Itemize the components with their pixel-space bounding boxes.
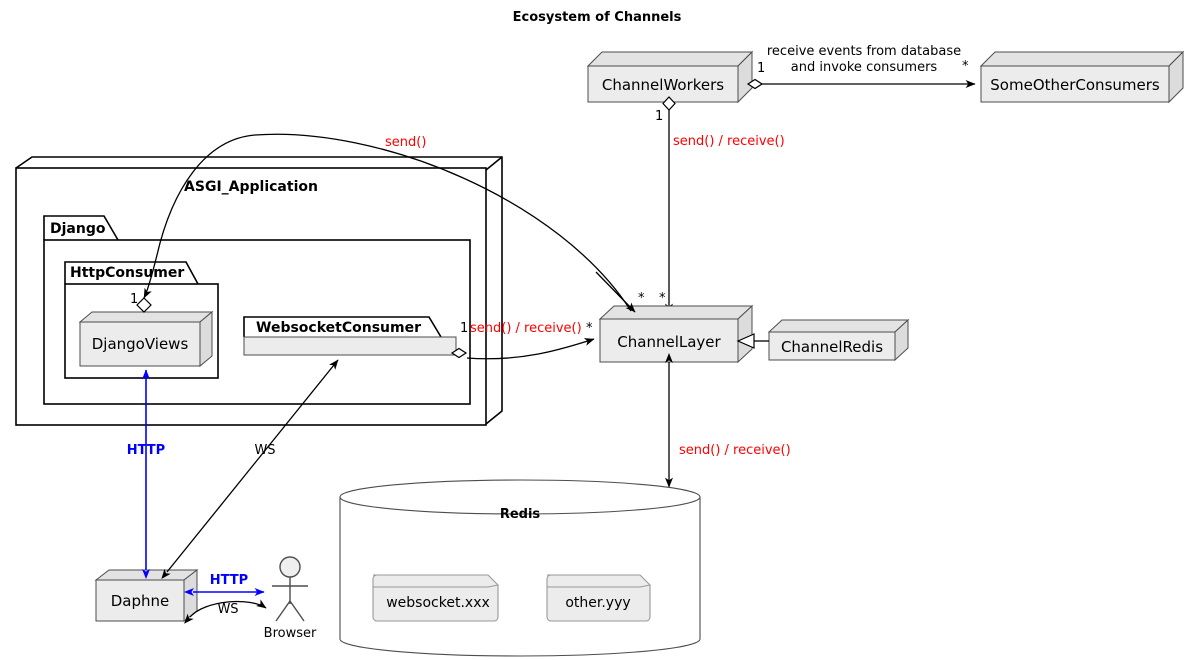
package-asgi-application[interactable]: ASGI_Application bbox=[15, 156, 503, 426]
node-django-views-label: DjangoViews bbox=[92, 335, 189, 353]
edge-channel-layer-to-redis: send() / receive() bbox=[665, 353, 791, 488]
edge-wsc-to-channel-layer: 1 send() / receive() * bbox=[450, 321, 595, 360]
diagram-title: Ecosystem of Channels bbox=[513, 10, 682, 25]
node-daphne[interactable]: Daphne bbox=[94, 568, 199, 623]
file-other-yyy-label: other.yyy bbox=[565, 595, 630, 611]
edge-layer-redis-label: send() / receive() bbox=[679, 443, 791, 458]
package-websocket-consumer[interactable]: WebsocketConsumer bbox=[243, 316, 457, 356]
package-http-consumer[interactable]: HttpConsumer bbox=[64, 261, 219, 379]
multiplicity-consumers-star: * bbox=[962, 59, 969, 74]
node-channel-layer-label: ChannelLayer bbox=[617, 333, 721, 351]
package-django[interactable]: Django bbox=[43, 215, 471, 405]
edge-daphne-browser-ws-label: WS bbox=[217, 602, 238, 617]
node-daphne-label: Daphne bbox=[111, 592, 170, 610]
node-channel-redis-label: ChannelRedis bbox=[781, 338, 883, 356]
node-django-views[interactable]: DjangoViews bbox=[78, 310, 214, 368]
edge-channel-redis-generalization bbox=[736, 333, 769, 349]
edge-layer-to-http-consumer: 1 send() bbox=[130, 133, 632, 313]
node-some-other-consumers[interactable]: SomeOtherConsumers bbox=[979, 50, 1185, 104]
multiplicity-layer-star-diagonal: * bbox=[638, 291, 645, 306]
database-redis-label: Redis bbox=[500, 507, 541, 522]
package-django-label: Django bbox=[50, 221, 106, 237]
edge-daphne-wsc-label: WS bbox=[254, 443, 275, 458]
package-websocket-consumer-label: WebsocketConsumer bbox=[256, 320, 421, 336]
edge-workers-to-other-consumers: receive events from database and invoke … bbox=[746, 44, 976, 90]
edge-views-daphne-label: HTTP bbox=[127, 443, 165, 458]
edge-daphne-browser-http-label: HTTP bbox=[210, 573, 248, 588]
database-redis[interactable]: Redis websocket.xxx other.yyy bbox=[339, 479, 701, 657]
multiplicity-workers-one-down: 1 bbox=[655, 109, 663, 124]
file-other-yyy[interactable]: other.yyy bbox=[546, 574, 651, 622]
multiplicity-layer-star-from-workers: * bbox=[659, 291, 666, 306]
actor-browser[interactable]: Browser bbox=[264, 556, 317, 641]
node-channel-layer[interactable]: ChannelLayer bbox=[598, 304, 754, 364]
node-channel-workers-label: ChannelWorkers bbox=[602, 76, 724, 94]
multiplicity-wsc-star: * bbox=[586, 321, 593, 336]
edge-layer-http-label: send() bbox=[385, 135, 426, 150]
multiplicity-http-consumer-one: 1 bbox=[130, 292, 138, 307]
node-channel-workers[interactable]: ChannelWorkers bbox=[586, 50, 754, 104]
edge-incoming-channel-layer-diagonal: * bbox=[595, 271, 645, 313]
edge-workers-consumers-label-line2: and invoke consumers bbox=[791, 60, 938, 75]
actor-browser-label: Browser bbox=[264, 626, 317, 641]
multiplicity-workers-one-right: 1 bbox=[757, 61, 765, 76]
multiplicity-wsc-one: 1 bbox=[460, 321, 468, 336]
edge-daphne-browser-http: HTTP bbox=[184, 573, 265, 596]
file-websocket-xxx[interactable]: websocket.xxx bbox=[372, 574, 499, 622]
edge-workers-layer-label: send() / receive() bbox=[673, 134, 785, 149]
edge-workers-to-channel-layer: 1 send() / receive() * bbox=[655, 96, 785, 314]
package-asgi-application-label: ASGI_Application bbox=[184, 179, 318, 195]
edge-daphne-browser-ws: WS bbox=[184, 599, 267, 624]
edge-workers-consumers-label-line1: receive events from database bbox=[767, 44, 961, 59]
package-http-consumer-label: HttpConsumer bbox=[70, 265, 184, 281]
edge-daphne-to-websocket-consumer: WS bbox=[161, 359, 339, 580]
edge-wsc-layer-label: send() / receive() bbox=[470, 321, 582, 336]
edge-django-views-to-daphne: HTTP bbox=[127, 369, 165, 579]
file-websocket-xxx-label: websocket.xxx bbox=[386, 595, 490, 611]
node-some-other-consumers-label: SomeOtherConsumers bbox=[990, 76, 1160, 94]
node-channel-redis[interactable]: ChannelRedis bbox=[767, 318, 910, 362]
